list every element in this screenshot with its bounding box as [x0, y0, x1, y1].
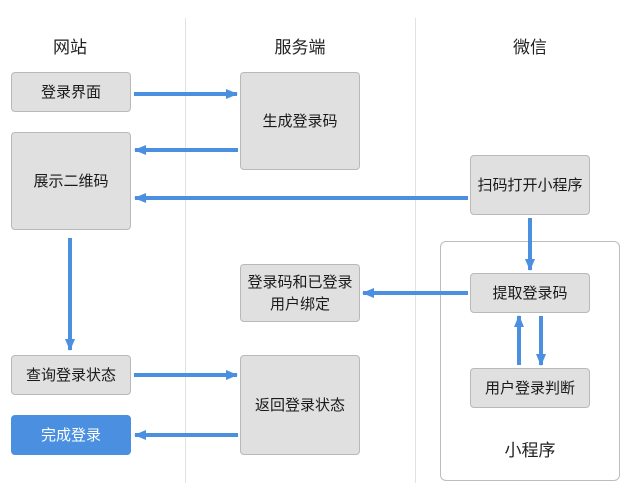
lane-title-server: 服务端	[274, 38, 326, 58]
lane-title-website: 网站	[53, 38, 87, 58]
query-status-node[interactable]: 查询登录状态	[11, 355, 131, 395]
scan-open-node[interactable]: 扫码打开小程序	[470, 155, 590, 215]
lane-title-wechat: 微信	[513, 38, 547, 58]
mini-program-label: 小程序	[504, 441, 556, 461]
bind-user-node[interactable]: 登录码和已登录用户绑定	[240, 264, 360, 322]
lane-divider-right	[415, 18, 416, 483]
return-status-node[interactable]: 返回登录状态	[240, 355, 360, 455]
user-check-node[interactable]: 用户登录判断	[470, 368, 590, 408]
login-done-node[interactable]: 完成登录	[11, 415, 131, 455]
extract-code-node[interactable]: 提取登录码	[470, 273, 590, 313]
lane-divider-left	[185, 18, 186, 483]
gen-code-node[interactable]: 生成登录码	[240, 72, 360, 170]
show-qr-node[interactable]: 展示二维码	[11, 132, 131, 230]
login-page-node[interactable]: 登录界面	[11, 72, 131, 112]
